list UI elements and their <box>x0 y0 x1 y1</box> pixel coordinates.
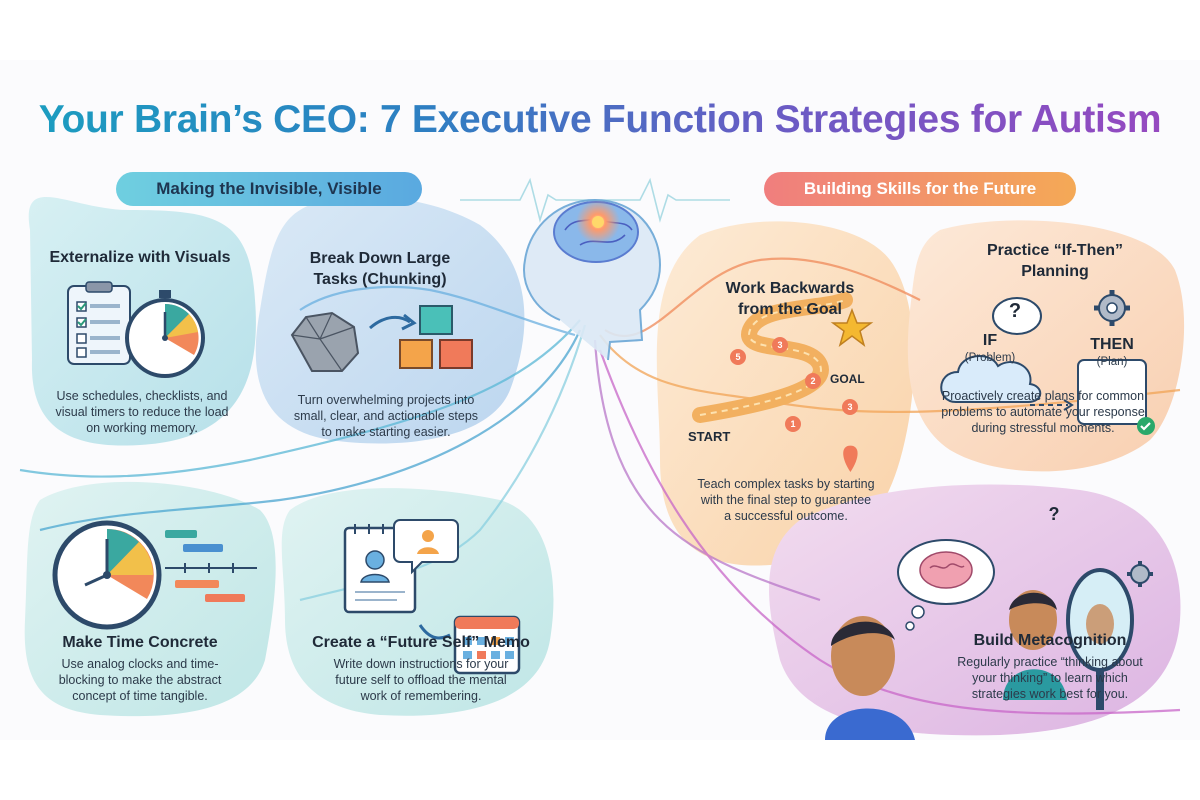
strategy-description: Write down instructions for your future … <box>333 657 509 703</box>
then-label: THEN <box>1090 336 1134 353</box>
page-title: Your Brain’s CEO: 7 Executive Function S… <box>0 98 1200 142</box>
svg-text:1: 1 <box>790 419 795 429</box>
question-marks: ? <box>1048 504 1060 524</box>
question-bubble-icon <box>992 297 1042 335</box>
strategy-description: Regularly practice “thinking about your … <box>957 655 1143 701</box>
stopwatch-icon <box>125 290 205 378</box>
rock-icon <box>290 311 360 372</box>
calendar-icon <box>453 615 521 675</box>
gear-icon <box>1094 290 1130 326</box>
mirror-icon <box>1066 568 1134 710</box>
cloud-icon <box>940 354 1042 403</box>
path-marker <box>730 349 746 365</box>
strategy-description: Teach complex tasks by starting with the… <box>697 477 875 523</box>
strategy-title: Break Down Large Tasks (Chunking) <box>309 250 451 288</box>
path-marker <box>805 373 821 389</box>
panel-bg-chunking <box>255 196 525 444</box>
start-label: START <box>688 429 731 444</box>
strategy-title: Practice “If-Then” Planning <box>986 242 1124 280</box>
person-bubble-icon <box>393 519 459 575</box>
svg-text:2: 2 <box>810 376 815 386</box>
clipboard-checklist-icon <box>67 281 131 365</box>
path-marker <box>842 399 858 415</box>
goal-label: GOAL <box>830 372 865 386</box>
strategy-description: Use schedules, checklists, and visual ti… <box>55 389 229 435</box>
svg-text:5: 5 <box>735 352 740 362</box>
if-label: IF <box>982 332 998 349</box>
if-sub-label: (Problem) <box>964 352 1016 364</box>
strategy-title: Make Time Concrete <box>62 634 218 651</box>
path-marker <box>772 337 788 353</box>
strategy-description: Turn overwhelming projects into small, c… <box>293 393 479 439</box>
gear-icon <box>1127 561 1153 587</box>
section-label-left: Making the Invisible, Visible <box>116 172 422 206</box>
path-markers: 5 3 2 3 1 <box>730 337 858 432</box>
icons-layer: 5 3 2 3 1 <box>52 281 1155 740</box>
clock-icon <box>52 520 162 630</box>
person-icon <box>825 616 915 740</box>
strategy-title: Create a “Future Self” Memo <box>312 634 530 651</box>
svg-text:3: 3 <box>777 340 782 350</box>
strategy-description: Proactively create plans for common prob… <box>941 389 1145 435</box>
strategy-title: Work Backwards from the Goal <box>725 280 855 318</box>
question-mark: ? <box>1008 300 1022 322</box>
section-label-right: Building Skills for the Future <box>764 172 1076 206</box>
strategy-title: Build Metacognition <box>973 632 1127 649</box>
strategy-title: Externalize with Visuals <box>49 249 231 266</box>
strategy-description: Use analog clocks and time- blocking to … <box>58 657 222 703</box>
arrow-icon <box>369 315 411 330</box>
svg-text:3: 3 <box>847 402 852 412</box>
thought-brain-icon <box>897 539 995 631</box>
then-sub-label: (Plan) <box>1096 356 1128 368</box>
path-marker <box>785 416 801 432</box>
person-side-icon <box>1003 590 1067 700</box>
star-icon <box>830 307 874 347</box>
timeline-icon <box>165 530 257 602</box>
then-box <box>1077 359 1147 425</box>
cubes-icon <box>399 305 473 369</box>
brain-head-icon <box>523 198 662 361</box>
